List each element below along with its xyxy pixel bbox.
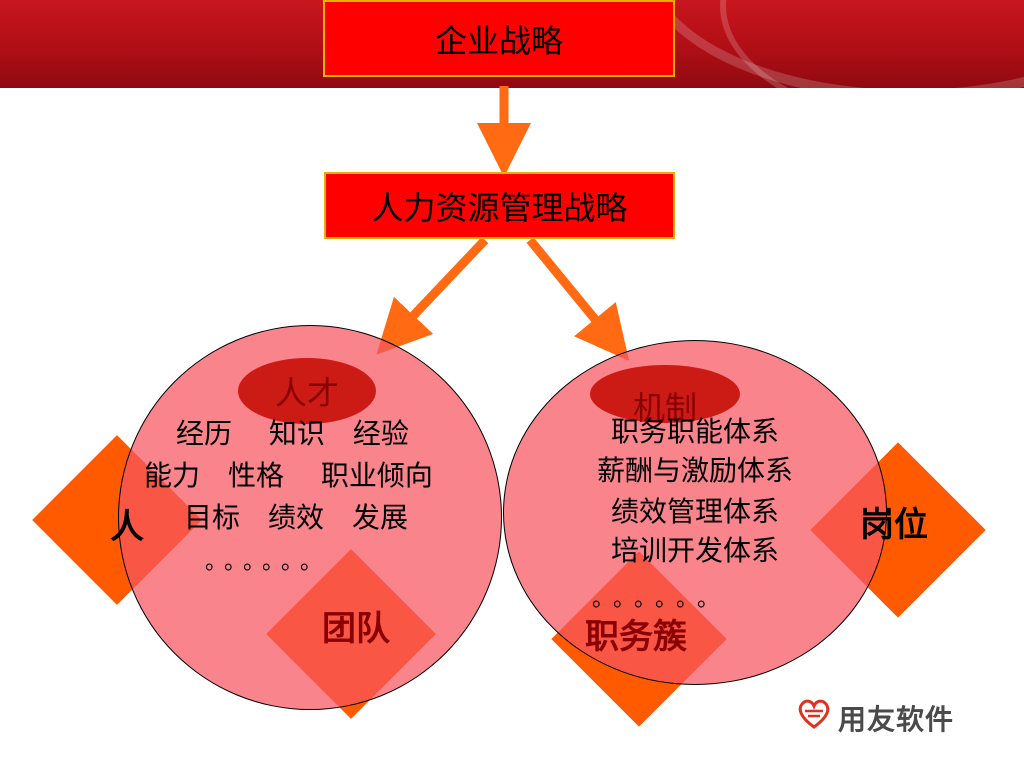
arrow-hr-to-mechanism bbox=[526, 237, 630, 361]
mechanism-title-oval bbox=[590, 365, 740, 423]
hr-strategy-box: 人力资源管理战略 bbox=[324, 172, 675, 239]
person-label: 人 bbox=[110, 507, 144, 547]
talent-line: 能力 性格 职业倾向 bbox=[144, 459, 433, 492]
company-logo-text: 用友软件 bbox=[838, 703, 955, 736]
enterprise-strategy-label: 企业战略 bbox=[434, 21, 563, 60]
talent-title: 人才 bbox=[274, 374, 339, 412]
talent-line: 目标 绩效 发展 bbox=[184, 501, 409, 534]
mechanism-line: 薪酬与激励体系 bbox=[596, 454, 793, 487]
mechanism-line: 绩效管理体系 bbox=[610, 495, 779, 528]
mechanism-line: 培训开发体系 bbox=[610, 534, 779, 567]
mechanism-line: 职务职能体系 bbox=[610, 415, 779, 448]
hr-strategy-label: 人力资源管理战略 bbox=[371, 188, 628, 227]
mechanism-title: 机制 bbox=[632, 389, 697, 427]
arrow-hr-to-talent bbox=[376, 236, 489, 355]
talent-line: 经历 知识 经验 bbox=[176, 417, 409, 450]
team-label: 团队 bbox=[322, 609, 390, 649]
mechanism-ellipsis: 。。。。。。 bbox=[592, 587, 730, 612]
job-cluster-label: 职务簇 bbox=[585, 617, 687, 657]
position-label: 岗位 bbox=[860, 505, 928, 545]
talent-ellipsis: 。。。。。。 bbox=[205, 550, 331, 575]
heart-icon bbox=[798, 699, 830, 729]
enterprise-strategy-box: 企业战略 bbox=[323, 0, 675, 77]
talent-title-oval bbox=[238, 358, 376, 424]
